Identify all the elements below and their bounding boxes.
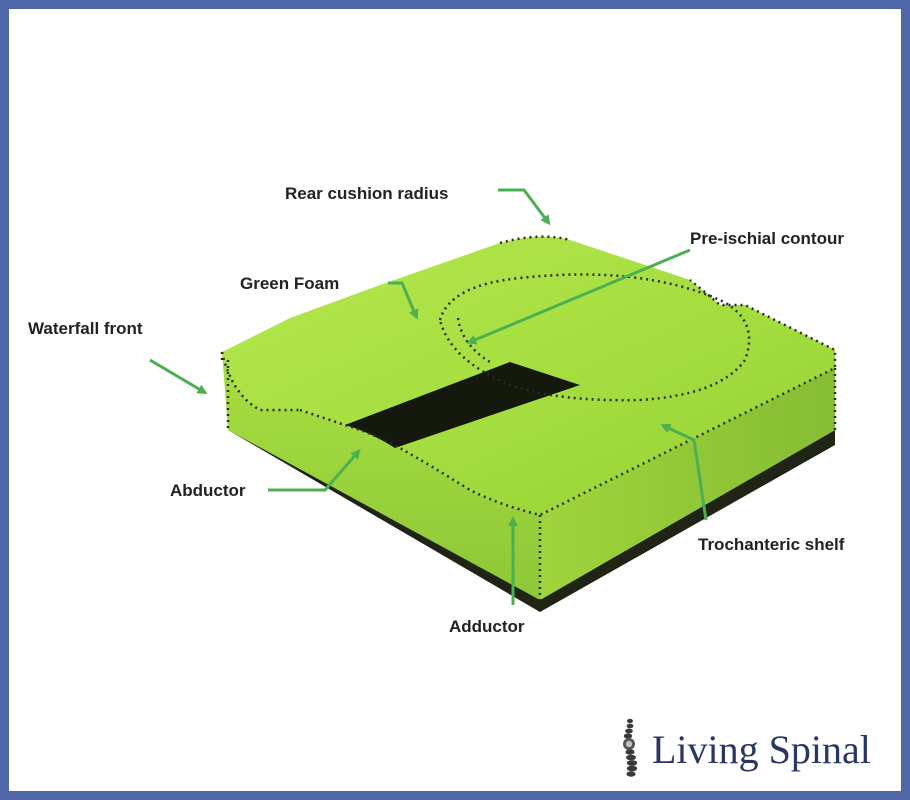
arrow-green-foam (388, 281, 419, 320)
cushion-front-face (222, 352, 540, 600)
image-inner-border (9, 9, 891, 781)
arrow-trochanteric-shelf (660, 424, 708, 521)
label-pre-ischial-contour: Pre-ischial contour (690, 229, 844, 248)
label-green-foam: Green Foam (240, 274, 340, 293)
brand-logo: Living Spinal (610, 718, 900, 778)
label-waterfall-front: Waterfall front (28, 319, 143, 338)
label-adductor: Adductor (449, 617, 525, 636)
label-trochanteric-shelf: Trochanteric shelf (698, 535, 845, 554)
label-rear-cushion-radius: Rear cushion radius (285, 184, 449, 203)
brand-name: Living Spinal (652, 727, 871, 772)
cushion-outline-dots (220, 235, 837, 600)
arrow-waterfall-front (149, 358, 208, 395)
ischial-well-contour (438, 273, 751, 402)
label-abductor: Abductor (170, 481, 246, 500)
arrow-abductor (268, 448, 361, 492)
cushion-right-side (540, 368, 835, 600)
spine-icon (623, 718, 638, 777)
abductor-channel (345, 362, 580, 448)
arrow-pre-ischial-contour (466, 248, 691, 345)
arrow-rear-cushion-radius (498, 188, 551, 226)
